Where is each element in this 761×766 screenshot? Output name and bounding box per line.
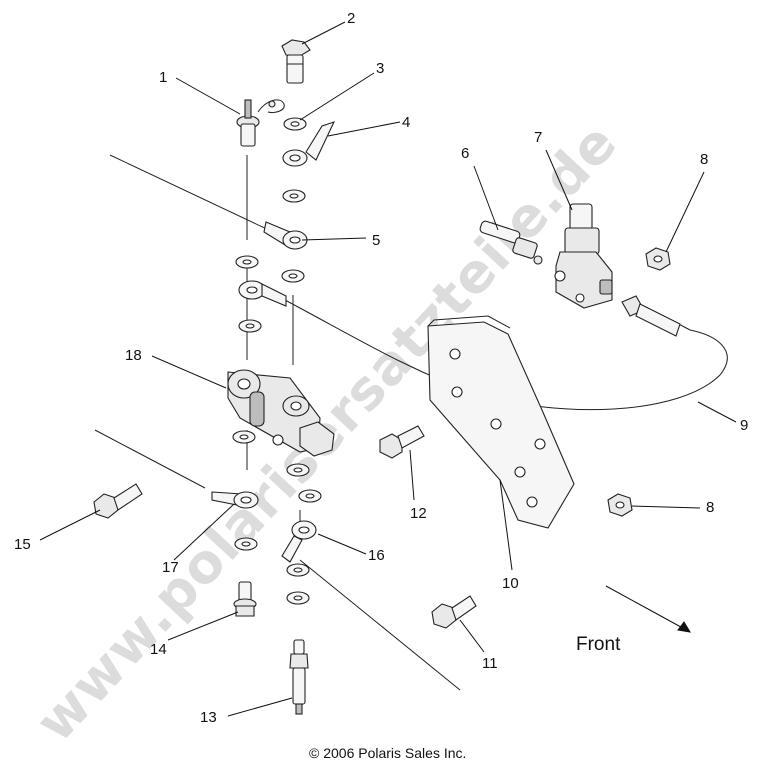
brake-valve-part-18 — [227, 369, 335, 457]
banjo-fitting-part-5 — [263, 221, 308, 250]
bracket-part-10 — [427, 315, 575, 529]
banjo-bolt-part-2 — [281, 39, 311, 84]
callout-4: 4 — [402, 114, 410, 131]
washer-part-3 — [283, 117, 307, 131]
callout-labels: 1 2 3 4 5 6 7 8 8 9 10 11 12 13 14 15 16… — [14, 10, 748, 726]
hose-end — [621, 295, 681, 337]
callout-2: 2 — [347, 10, 355, 27]
callout-8-upper: 8 — [700, 151, 708, 168]
callout-17: 17 — [162, 559, 179, 576]
callout-18: 18 — [125, 347, 142, 364]
leader-lines — [39, 21, 737, 717]
copyright-notice: © 2006 Polaris Sales Inc. — [309, 745, 466, 761]
callout-3: 3 — [376, 60, 384, 77]
callout-5: 5 — [372, 232, 380, 249]
callout-1: 1 — [159, 69, 167, 86]
guide-line — [299, 559, 461, 691]
nut-part-8-lower — [607, 493, 633, 517]
front-arrow — [605, 585, 691, 633]
bolt-part-15 — [93, 483, 143, 519]
banjo-bolt-part-14 — [233, 581, 257, 617]
callout-15: 15 — [14, 536, 31, 553]
callout-12: 12 — [410, 505, 427, 522]
nut-part-8-upper — [645, 247, 671, 271]
callout-9: 9 — [740, 417, 748, 434]
callout-14: 14 — [150, 641, 167, 658]
banjo-fitting-lower — [238, 280, 287, 307]
callout-11: 11 — [482, 655, 498, 672]
guide-line — [94, 429, 206, 489]
bolt-part-12 — [379, 425, 425, 459]
callout-6: 6 — [461, 145, 469, 162]
hose-fitting-part-6 — [479, 220, 543, 265]
callout-13: 13 — [200, 709, 217, 726]
banjo-fitting-part-17 — [211, 491, 259, 509]
adapter-part-13 — [289, 639, 309, 715]
callout-8-lower: 8 — [706, 499, 714, 516]
callout-7: 7 — [534, 129, 542, 146]
bolt-part-11 — [431, 595, 477, 629]
brake-switch-part-1 — [236, 99, 285, 147]
banjo-fitting-part-4 — [282, 121, 336, 167]
callout-10: 10 — [502, 575, 519, 592]
valve-part-7 — [554, 203, 613, 309]
callout-16: 16 — [368, 547, 385, 564]
front-label: Front — [576, 634, 621, 655]
brake-line-9 — [109, 154, 728, 411]
banjo-fitting-part-16 — [281, 520, 317, 563]
